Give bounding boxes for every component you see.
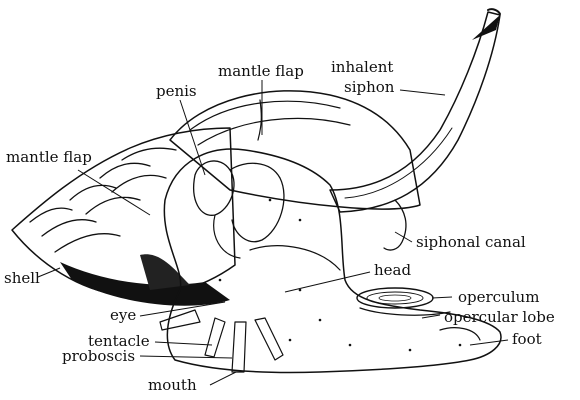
label-shell: shell	[4, 269, 40, 287]
label-penis: penis	[156, 82, 197, 100]
label-siphon: siphon	[344, 78, 395, 96]
leader-tentacle	[155, 342, 212, 345]
head-foot-drawing	[160, 149, 501, 372]
label-siphonal-canal: siphonal canal	[416, 233, 526, 251]
label-eye: eye	[110, 306, 136, 324]
leader-inhalent-siphon	[400, 90, 445, 95]
leader-shell	[38, 268, 60, 277]
leader-proboscis	[140, 356, 232, 358]
label-inhalent: inhalent	[331, 58, 393, 76]
leader-head	[285, 272, 370, 292]
leader-operculum	[432, 297, 452, 298]
leader-mouth	[210, 372, 236, 385]
label-head: head	[374, 261, 411, 279]
label-proboscis: proboscis	[62, 347, 135, 365]
siphonal-canal-drawing	[384, 200, 406, 250]
operculum-drawing	[357, 288, 433, 308]
leader-penis	[180, 100, 205, 175]
label-operculum: operculum	[458, 288, 539, 306]
label-mantle-flap-top: mantle flap	[218, 62, 304, 80]
label-opercular-lobe: opercular lobe	[444, 308, 555, 326]
label-mouth: mouth	[148, 376, 197, 394]
mantle-drawing	[170, 91, 420, 209]
label-foot: foot	[512, 330, 542, 348]
leader-siphonal-canal	[395, 232, 412, 242]
leader-foot	[470, 340, 508, 345]
label-mantle-flap-left: mantle flap	[6, 148, 92, 166]
